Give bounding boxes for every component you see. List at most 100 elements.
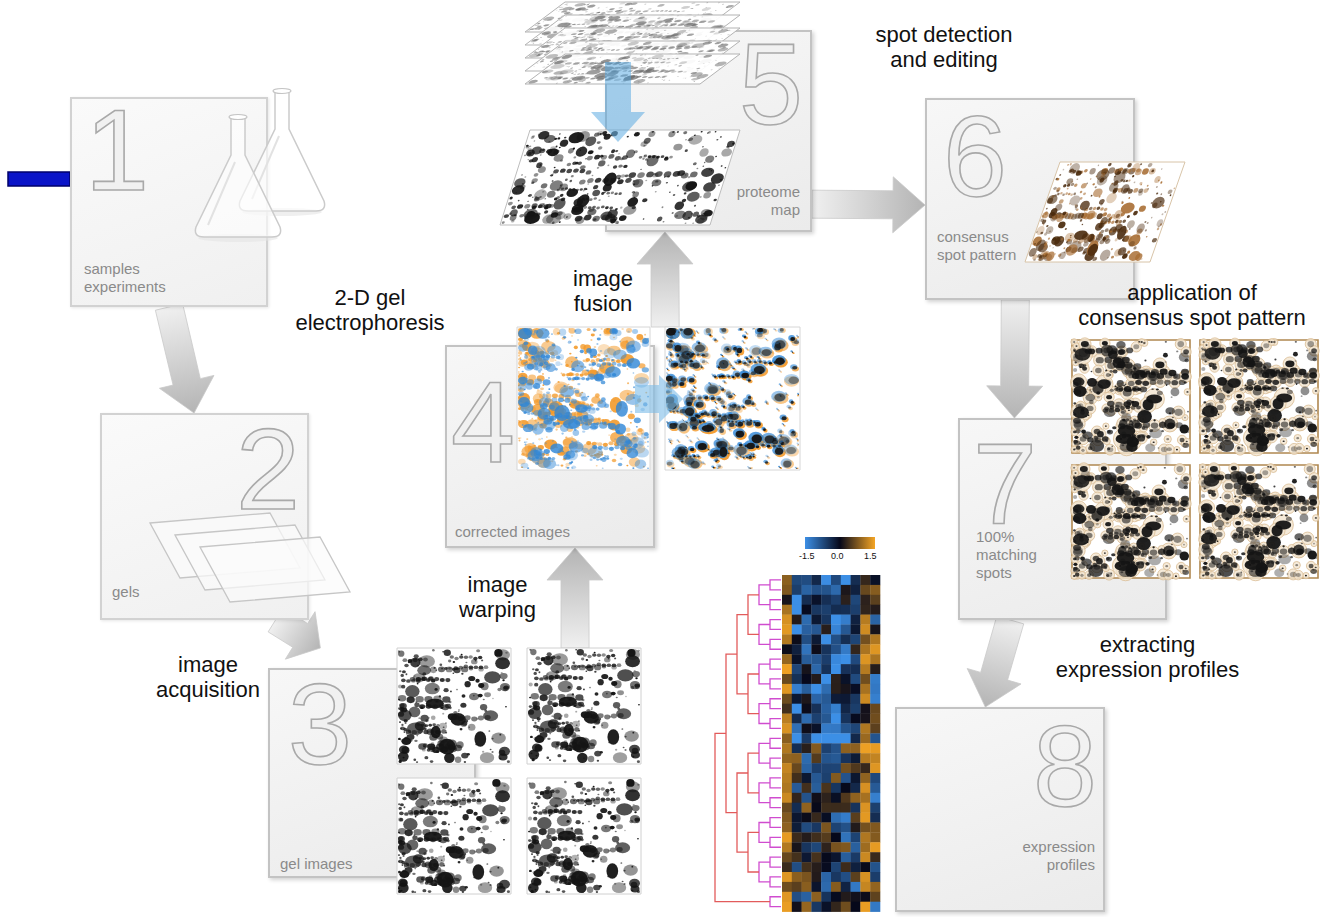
- protein-spot: [527, 450, 542, 462]
- protein-spot: [478, 882, 492, 893]
- protein-spot: [442, 713, 444, 715]
- protein-spot: [469, 849, 475, 854]
- protein-spot: [587, 655, 591, 659]
- protein-spot: [600, 808, 607, 813]
- protein-spot: [541, 659, 544, 661]
- protein-spot: [471, 716, 477, 721]
- protein-spot: [626, 345, 635, 354]
- protein-spot: [588, 873, 595, 880]
- protein-spot: [597, 653, 601, 657]
- protein-spot: [578, 720, 580, 722]
- protein-spot: [507, 760, 510, 763]
- protein-spot: [596, 813, 602, 819]
- protein-spot: [462, 694, 466, 697]
- protein-spot: [526, 438, 528, 440]
- protein-spot: [427, 879, 434, 885]
- protein-spot: [577, 753, 588, 763]
- protein-spot: [626, 465, 628, 467]
- protein-spot: [590, 377, 594, 380]
- protein-spot: [469, 792, 475, 797]
- protein-spot: [529, 783, 535, 789]
- protein-spot: [623, 364, 625, 366]
- protein-spot: [584, 373, 588, 376]
- protein-spot: [428, 800, 435, 807]
- protein-spot: [555, 361, 560, 366]
- protein-spot: [551, 419, 553, 421]
- protein-spot: [553, 705, 556, 708]
- protein-spot: [458, 861, 461, 863]
- protein-spot: [593, 328, 597, 331]
- protein-spot: [430, 856, 434, 859]
- protein-spot: [622, 881, 624, 883]
- protein-spot: [624, 731, 639, 742]
- protein-spot: [581, 396, 588, 401]
- protein-spot: [603, 421, 606, 424]
- protein-spot: [603, 848, 609, 853]
- protein-spot: [481, 843, 496, 854]
- protein-spot: [439, 723, 447, 730]
- protein-spot: [480, 704, 487, 710]
- flask-highlight: [208, 162, 235, 225]
- protein-spot: [614, 883, 616, 885]
- protein-spot: [483, 699, 485, 701]
- protein-spot: [475, 660, 477, 662]
- protein-spot: [611, 654, 615, 658]
- protein-spot: [551, 715, 553, 717]
- protein-spot: [497, 891, 499, 893]
- protein-spot: [398, 784, 404, 790]
- protein-spot: [438, 811, 443, 815]
- protein-spot: [585, 793, 588, 795]
- protein-spot: [585, 358, 590, 362]
- protein-spot: [564, 724, 574, 736]
- protein-spot: [602, 653, 606, 657]
- step-caption: gels: [112, 583, 192, 601]
- protein-spot: [608, 850, 610, 852]
- protein-spot: [530, 736, 533, 738]
- protein-spot: [548, 694, 556, 701]
- protein-spot: [398, 836, 405, 842]
- protein-spot: [637, 890, 640, 893]
- protein-spot: [530, 827, 538, 834]
- protein-spot: [468, 724, 476, 731]
- protein-spot: [553, 422, 555, 424]
- protein-spot: [529, 697, 531, 699]
- gel-plate: [200, 537, 350, 602]
- protein-spot: [443, 726, 445, 728]
- protein-spot: [524, 341, 529, 345]
- protein-spot: [403, 658, 408, 662]
- protein-spot: [614, 438, 616, 440]
- protein-spot: [529, 336, 531, 338]
- protein-spot: [573, 800, 575, 802]
- protein-spot: [574, 666, 576, 668]
- protein-spot: [587, 328, 591, 331]
- protein-spot: [583, 758, 585, 760]
- protein-spot: [551, 836, 557, 841]
- protein-spot: [404, 812, 409, 816]
- protein-spot: [523, 329, 527, 332]
- protein-spot: [406, 733, 408, 735]
- protein-spot: [554, 880, 558, 883]
- protein-spot: [617, 360, 619, 362]
- protein-spot: [412, 787, 417, 791]
- protein-spot: [581, 699, 584, 701]
- protein-spot: [632, 431, 637, 436]
- protein-spot: [591, 787, 595, 791]
- protein-spot: [547, 828, 555, 835]
- protein-spot: [418, 848, 426, 855]
- protein-spot: [434, 667, 436, 669]
- protein-spot: [583, 689, 585, 691]
- protein-spot: [570, 409, 572, 411]
- protein-spot: [548, 867, 550, 869]
- protein-spot: [423, 816, 438, 827]
- protein-spot: [547, 345, 562, 356]
- protein-spot: [559, 329, 566, 336]
- protein-spot: [592, 835, 598, 840]
- protein-spot: [554, 405, 570, 421]
- protein-spot: [569, 353, 571, 355]
- protein-spot: [595, 393, 600, 397]
- protein-spot: [400, 803, 404, 806]
- protein-spot: [581, 377, 585, 380]
- protein-spot: [474, 782, 478, 785]
- protein-spot: [625, 696, 627, 698]
- protein-spot: [550, 849, 552, 851]
